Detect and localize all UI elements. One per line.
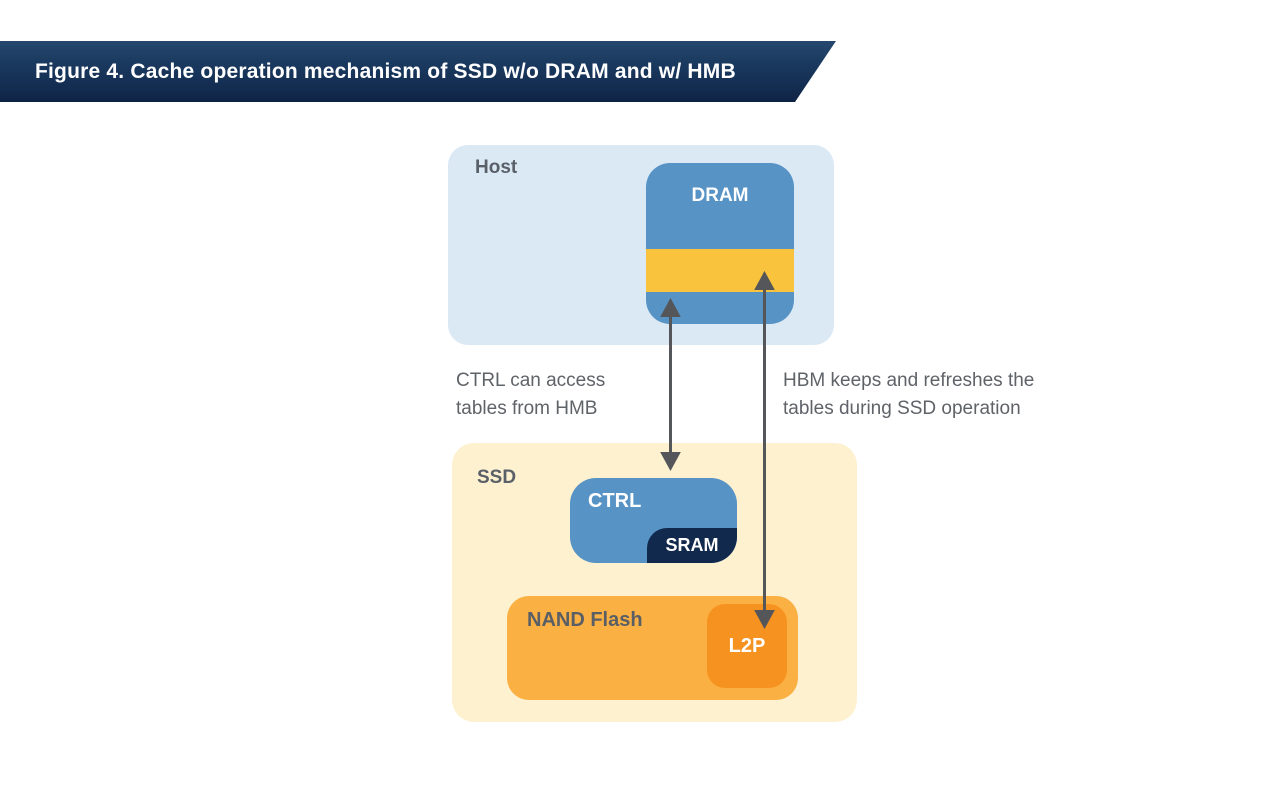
dram-box: DRAM [646,163,794,324]
ctrl-box: CTRL SRAM [570,478,737,563]
l2p-box: L2P [707,604,787,688]
hbm-refresh-note-line2: tables during SSD operation [783,398,1021,419]
host-group-box: Host DRAM [448,145,834,345]
figure-title: Figure 4. Cache operation mechanism of S… [35,59,736,83]
hmb-buffer-stripe [646,249,794,292]
l2p-label: L2P [728,634,766,657]
hbm-refresh-note: HBM keeps and refreshes the tables durin… [783,367,1034,423]
hmb-access-note-line1: CTRL can access [456,370,606,391]
ctrl-label: CTRL [588,490,642,512]
nand-flash-label: NAND Flash [527,609,643,631]
ssd-group-box: SSD CTRL SRAM NAND Flash L2P [452,443,857,722]
nand-flash-box: NAND Flash L2P [507,596,798,700]
sram-label: SRAM [665,535,719,555]
sram-box: SRAM [647,528,737,563]
ssd-label: SSD [477,467,517,488]
hmb-access-note: CTRL can access tables from HMB [456,367,605,423]
hmb-access-note-line2: tables from HMB [456,398,598,419]
host-label: Host [475,157,518,178]
figure-title-banner: Figure 4. Cache operation mechanism of S… [0,41,836,102]
dram-label: DRAM [691,185,749,206]
hbm-refresh-note-line1: HBM keeps and refreshes the [783,370,1035,391]
